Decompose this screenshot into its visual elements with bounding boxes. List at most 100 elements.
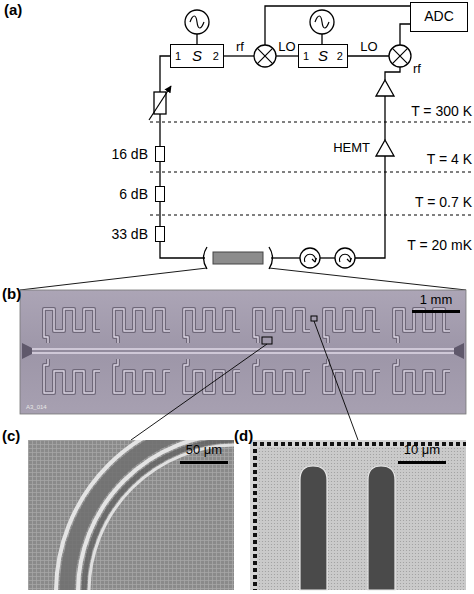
wire: [160, 56, 170, 92]
scale-label: 50 μm: [186, 443, 222, 457]
wire: [348, 55, 389, 56]
attenuator-box: 33 dB: [155, 226, 165, 242]
sine-symbol: [315, 16, 329, 28]
port-text: S: [192, 48, 202, 65]
panel-label: (a): [4, 2, 22, 19]
temperature-label: T = 0.7 K: [415, 195, 472, 210]
stage-divider: [150, 122, 472, 123]
scale-bar: [180, 461, 228, 464]
circulator-arrow: [312, 258, 317, 262]
wire: [400, 24, 410, 45]
switch-box: 1S2: [170, 44, 224, 68]
resonator-meander: [114, 359, 170, 393]
mixer-symbol: [254, 45, 276, 67]
wire: [271, 257, 300, 258]
scale-bar: [398, 461, 446, 464]
sample-chip: [213, 252, 263, 264]
panel-label: (c): [2, 428, 20, 445]
circulator-arrow: [340, 254, 351, 262]
resonator-meander: [394, 309, 450, 343]
wire: [196, 34, 197, 44]
resonator-meander: [324, 309, 380, 343]
node-text: ADC: [424, 9, 454, 24]
zoom-marker: [311, 316, 317, 321]
leader-line: [314, 321, 358, 440]
port-text: 1: [303, 50, 309, 62]
zoom-marker: [262, 337, 272, 344]
resonator-meander: [114, 309, 170, 343]
wire: [385, 67, 400, 80]
bond-pad: [22, 343, 32, 359]
node-text: 33 dB: [111, 227, 148, 242]
temperature-label: T = 20 mK: [407, 238, 472, 253]
chip-id: A3_014: [26, 404, 47, 411]
circulator-arrow: [347, 258, 352, 262]
zoom-line: [20, 268, 466, 290]
signal-source: [310, 10, 334, 34]
variable-arrow: [149, 86, 171, 120]
amplifier-symbol: [376, 140, 394, 156]
leader-line: [131, 344, 267, 440]
resonator-meander: [44, 309, 100, 343]
port-text: 2: [337, 50, 343, 62]
hole-array: [250, 440, 257, 590]
node-text: 16 dB: [111, 147, 148, 162]
amplifier-symbol: [376, 80, 394, 96]
panel-label: (d): [234, 428, 253, 445]
wire: [384, 96, 385, 140]
feedline: [30, 348, 456, 354]
wire-connector: [159, 162, 160, 186]
node-text: HEMT: [333, 141, 370, 155]
capacitor-finger: [300, 466, 327, 590]
resonator-meander: [324, 359, 380, 393]
wire: [321, 34, 322, 44]
cpw-gap-edge: [78, 440, 234, 590]
cpw-gap-edge: [56, 440, 234, 590]
port-label: LO: [278, 40, 295, 54]
scale-label: 1 mm: [420, 293, 453, 307]
capacitor-finger: [368, 466, 395, 590]
scale-bar: [412, 310, 460, 313]
resonator-meander: [44, 359, 100, 393]
mixer-cross: [392, 48, 408, 64]
cpw-gap-edge: [89, 445, 234, 590]
resonator-meander: [254, 359, 310, 393]
switch-box: 1S2: [298, 44, 348, 68]
port-label: rf: [413, 62, 421, 76]
scale-label: 10 μm: [404, 443, 440, 457]
port-label: rf: [236, 40, 244, 54]
sample-bracket: [204, 247, 208, 269]
wire: [159, 114, 160, 146]
wire-connector: [159, 202, 160, 226]
port-text: 2: [213, 50, 219, 62]
cpw-gap: [84, 440, 234, 590]
adc-box: ADC: [410, 2, 468, 32]
wire: [224, 55, 254, 56]
mixer-symbol: [389, 45, 411, 67]
attenuator-box: 6 dB: [155, 186, 165, 202]
sem-image: [250, 440, 466, 590]
resonator-meander: [184, 359, 240, 393]
node-text: 6 dB: [119, 187, 148, 202]
attenuator-box: 16 dB: [155, 146, 165, 162]
chip-micrograph: [20, 290, 466, 414]
wire: [320, 257, 335, 258]
port-text: S: [318, 48, 328, 65]
wire: [355, 156, 385, 258]
feedline-center: [30, 350, 456, 352]
resonator-meander: [184, 309, 240, 343]
temperature-label: T = 4 K: [427, 152, 472, 167]
signal-source: [185, 10, 209, 34]
port-label: LO: [360, 40, 377, 54]
bond-pad: [454, 343, 464, 359]
sine-symbol: [190, 16, 204, 28]
mixer-cross: [257, 48, 273, 64]
circulator-symbol: [335, 248, 355, 268]
port-text: 1: [175, 50, 181, 62]
circulator-symbol: [300, 248, 320, 268]
resonator-meander: [254, 309, 310, 343]
stage-divider: [150, 172, 472, 173]
